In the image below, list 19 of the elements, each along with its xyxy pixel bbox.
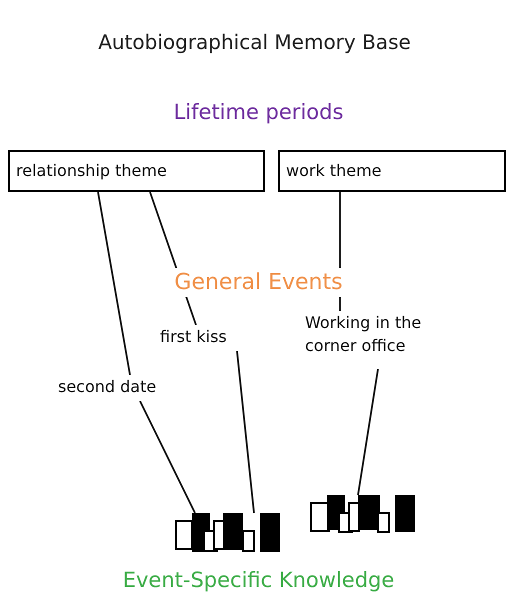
connector-line [149, 192, 197, 326]
level-heading: Event-Specific Knowledge [122, 568, 396, 592]
diagram-title: Autobiographical Memory Base [97, 30, 412, 54]
level-heading: Lifetime periods [172, 100, 344, 124]
connector-line [139, 400, 196, 514]
event-label: Working in the corner office [305, 312, 422, 358]
level-heading: General Events [173, 270, 344, 295]
knowledge-blocks-drawing [310, 495, 416, 533]
connector-line [97, 192, 131, 376]
connector-line [357, 368, 379, 496]
theme-box [278, 150, 506, 192]
event-label: second date [58, 376, 158, 398]
theme-label: work theme [286, 160, 382, 182]
theme-box [8, 150, 265, 192]
connector-line [236, 350, 255, 514]
knowledge-blocks-drawing [175, 513, 281, 553]
theme-label: relationship theme [16, 160, 167, 182]
connector-line [339, 192, 341, 311]
event-label: first kiss [160, 326, 228, 348]
